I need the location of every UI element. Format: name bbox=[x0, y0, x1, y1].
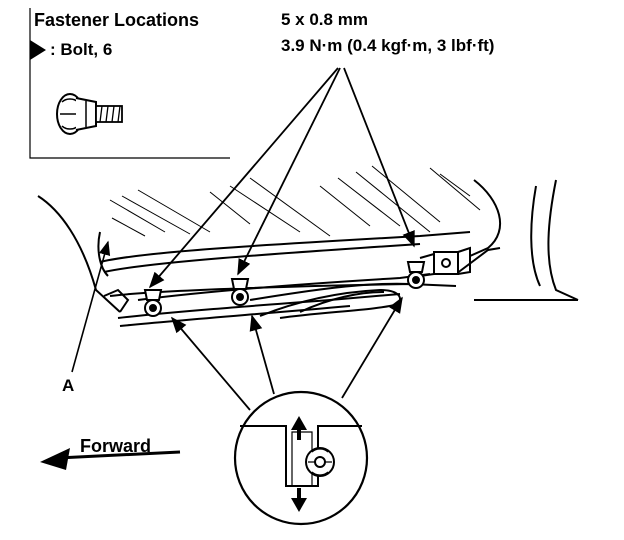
legend-box bbox=[29, 8, 230, 159]
window-glass bbox=[109, 165, 481, 237]
spec-leaders bbox=[148, 67, 415, 289]
detail-view bbox=[233, 390, 369, 526]
spec-size: 5 x 0.8 mm bbox=[281, 10, 368, 29]
arrow-down-icon bbox=[291, 488, 307, 512]
bolt-front bbox=[143, 289, 163, 317]
detail-bolt bbox=[305, 447, 335, 477]
direction-label: Forward bbox=[80, 436, 152, 456]
callout-a-leader bbox=[71, 240, 111, 373]
bolt-middle bbox=[230, 278, 250, 306]
detail-leaders bbox=[170, 296, 403, 411]
spec-torque: 3.9 N·m (0.4 kgf·m, 3 lbf·ft) bbox=[281, 36, 495, 55]
forward-arrow-icon bbox=[40, 448, 181, 470]
bolt-marker-icon bbox=[30, 40, 46, 60]
legend-title: Fastener Locations bbox=[34, 10, 200, 30]
vehicle-body bbox=[37, 179, 579, 327]
arrow-up-icon bbox=[291, 416, 307, 440]
bolt-icon bbox=[56, 93, 123, 135]
callout-a-label: A bbox=[62, 376, 75, 395]
bolt-rear bbox=[406, 261, 426, 289]
legend-bolt-label: : Bolt, 6 bbox=[50, 40, 113, 59]
legend-bolt-row: : Bolt, 6 bbox=[30, 40, 112, 60]
